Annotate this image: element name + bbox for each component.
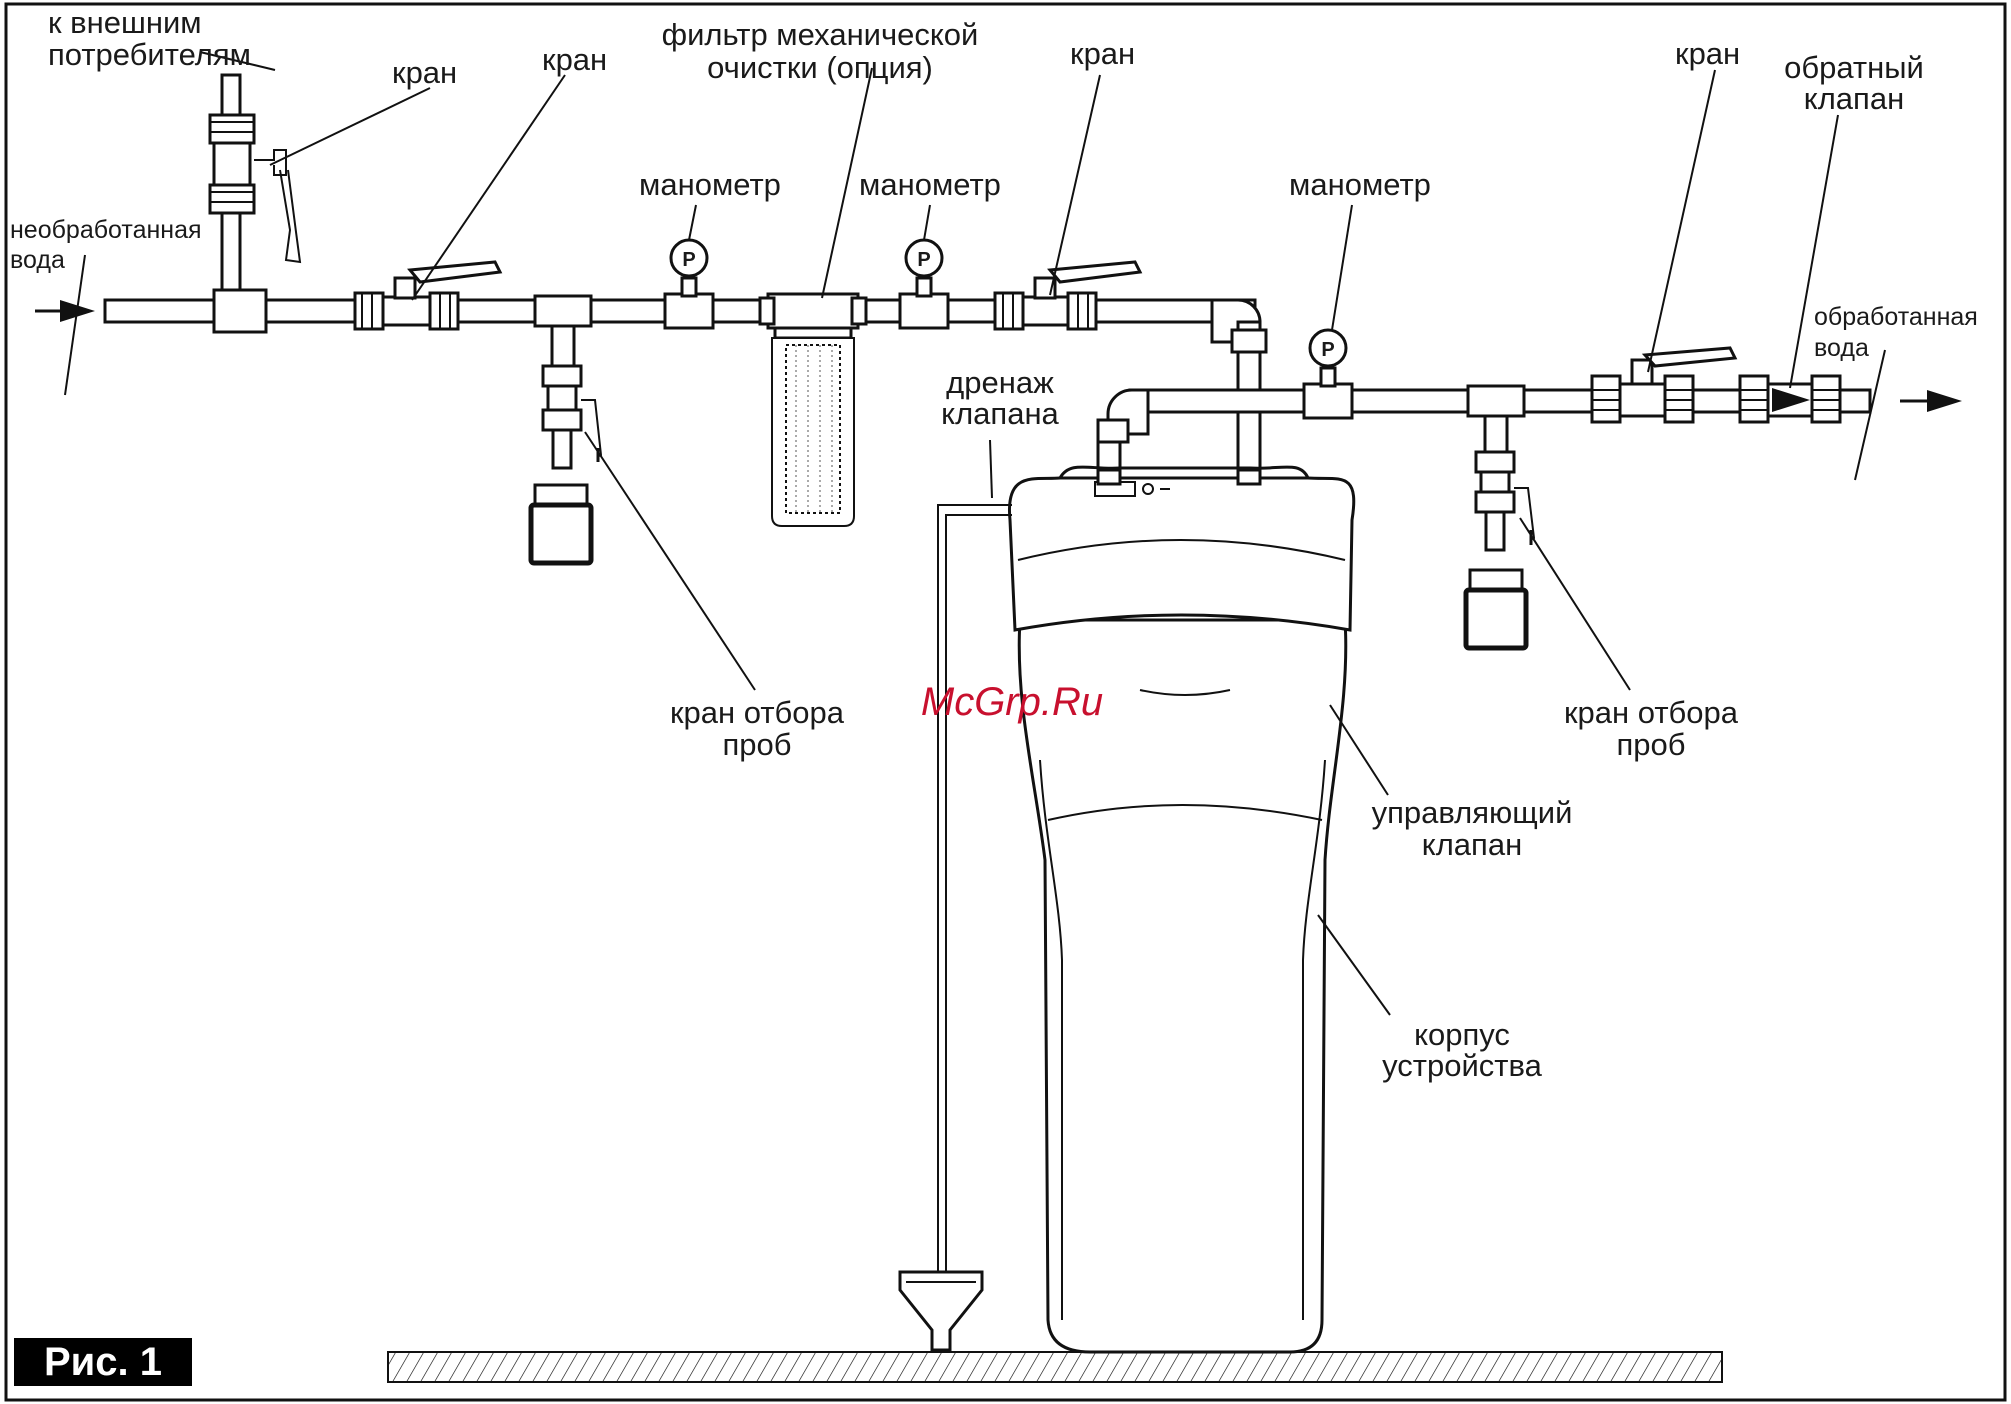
- label-filter-line1: фильтр механической: [662, 17, 979, 52]
- label-housing-line1: корпус: [1414, 1017, 1510, 1052]
- label-to-consumers-line1: к внешним: [48, 5, 202, 40]
- label-drain-line2: клапана: [941, 396, 1059, 431]
- label-tap-top: кран: [392, 55, 457, 90]
- label-sample-tap-right-line2: проб: [1616, 727, 1685, 762]
- label-gauge-2: манометр: [859, 167, 1001, 202]
- softener-unit: [1009, 467, 1353, 1352]
- sample-tap-left: [531, 296, 601, 563]
- label-treated-water-line2: вода: [1814, 334, 1869, 362]
- mechanical-filter: [760, 294, 866, 526]
- label-check-valve-line1: обратный: [1784, 50, 1924, 85]
- gauge-2-symbol: P: [917, 249, 930, 271]
- label-untreated-water-line2: вода: [10, 246, 65, 274]
- figure-label: Рис. 1: [44, 1340, 162, 1384]
- label-tap-middle: кран: [1070, 36, 1135, 71]
- label-sample-tap-left-line1: кран отбора: [670, 695, 845, 730]
- label-tap-right: кран: [1675, 36, 1740, 71]
- branch-to-consumers: [210, 75, 300, 332]
- gauge-1-symbol: P: [682, 249, 695, 271]
- gauge-3: P: [1304, 330, 1352, 418]
- label-sample-tap-right-line1: кран отбора: [1564, 695, 1739, 730]
- label-sample-tap-left-line2: проб: [722, 727, 791, 762]
- main-pipe: [35, 255, 1266, 472]
- label-check-valve-line2: клапан: [1804, 81, 1904, 116]
- gauge-1: P: [665, 240, 713, 328]
- label-housing-line2: устройства: [1382, 1048, 1542, 1083]
- label-untreated-water-line1: необработанная: [10, 216, 202, 244]
- drain-line: [900, 505, 1012, 1350]
- gauge-2: P: [900, 240, 948, 328]
- sample-tap-right: [1466, 386, 1534, 648]
- label-tap-left: кран: [542, 42, 607, 77]
- label-filter-line2: очистки (опция): [707, 50, 933, 85]
- label-drain-line1: дренаж: [946, 365, 1054, 400]
- label-control-valve-line2: клапан: [1422, 827, 1522, 862]
- label-to-consumers-line2: потребителям: [48, 37, 251, 72]
- floor: [388, 1352, 1722, 1382]
- watermark: McGrp.Ru: [921, 680, 1103, 724]
- gauge-3-symbol: P: [1321, 339, 1334, 361]
- label-control-valve-line1: управляющий: [1372, 795, 1573, 830]
- label-gauge-3: манометр: [1289, 167, 1431, 202]
- label-treated-water-line1: обработанная: [1814, 303, 1978, 331]
- label-gauge-1: манометр: [639, 167, 781, 202]
